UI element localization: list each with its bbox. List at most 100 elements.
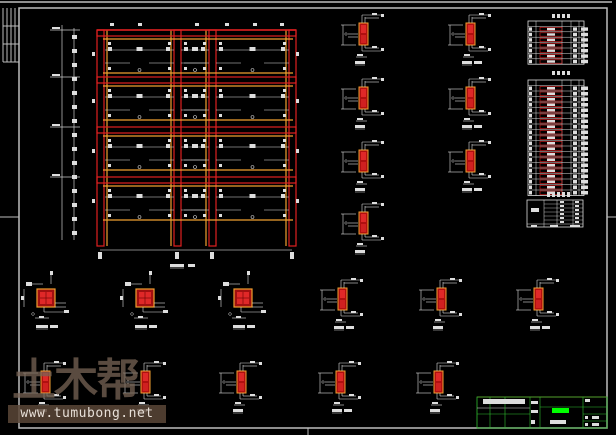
table-cell-text — [573, 136, 577, 140]
annotation-text — [64, 310, 69, 313]
annotation-text — [52, 27, 60, 29]
annotation-text — [168, 214, 171, 217]
annotation-text — [357, 118, 363, 120]
annotation-text — [192, 47, 198, 51]
annotation-text — [184, 67, 187, 70]
annotation-text — [556, 313, 559, 316]
annotation-text — [381, 112, 384, 115]
table-cell-text — [529, 97, 532, 101]
annotation-text — [372, 202, 377, 204]
annotation-text — [203, 189, 206, 192]
table-cell-text — [573, 152, 577, 156]
annotation-text — [560, 201, 564, 203]
annotation-text — [283, 214, 286, 217]
beam-section — [448, 13, 491, 66]
annotation-text — [250, 394, 255, 396]
annotation-text — [488, 14, 491, 17]
annotation-text — [532, 319, 538, 321]
table-cell-text — [573, 114, 577, 118]
annotation-text — [184, 47, 188, 51]
annotation-text — [168, 114, 171, 117]
annotation-text — [575, 217, 579, 219]
annotation-text — [547, 44, 555, 47]
annotation-text — [547, 186, 555, 189]
annotation-text — [163, 396, 166, 399]
rebar-shape — [539, 86, 563, 91]
annotation-text — [381, 203, 384, 206]
dimension-text — [72, 147, 77, 151]
rebar-shape — [539, 59, 563, 64]
annotation-text — [560, 205, 564, 207]
rebar-shape — [539, 157, 563, 162]
annotation-text — [219, 164, 222, 167]
annotation-text — [201, 47, 205, 51]
table-cell-text — [583, 97, 588, 101]
annotation-text — [592, 416, 599, 419]
section-core — [361, 35, 366, 43]
beam — [96, 176, 297, 184]
section-core — [338, 373, 343, 381]
annotation-text — [357, 243, 363, 245]
table-cell-text — [583, 59, 588, 64]
table-cell-text — [573, 130, 577, 134]
annotation-text — [547, 87, 555, 90]
annotation-text — [219, 114, 222, 117]
annotation-text — [381, 237, 384, 240]
rebar-shape — [539, 163, 563, 168]
table-cell-text — [531, 208, 539, 212]
annotation-text — [372, 46, 377, 48]
annotation-text — [138, 316, 143, 318]
rebar-shape — [539, 174, 563, 179]
section-core — [361, 224, 366, 232]
section-core — [340, 300, 345, 308]
annotation-text — [360, 279, 363, 282]
annotation-text — [184, 189, 187, 192]
beam — [96, 126, 297, 134]
table-cell-text — [583, 38, 588, 42]
annotation-text — [372, 140, 377, 142]
annotation-text — [585, 423, 588, 426]
table-title — [567, 71, 570, 75]
scale-text — [188, 264, 195, 267]
annotation-text — [184, 94, 188, 98]
section-label — [344, 409, 352, 412]
annotation-text — [488, 112, 491, 115]
table-cell-text — [529, 27, 532, 31]
section-label — [430, 409, 440, 412]
table-cell-text — [583, 92, 588, 96]
annotation-text — [560, 209, 564, 211]
annotation-text — [550, 225, 558, 227]
section-core — [439, 300, 444, 308]
annotation-text — [547, 60, 555, 63]
table-cell-text — [529, 185, 532, 189]
annotation-text — [39, 316, 44, 318]
annotation-text — [184, 42, 187, 45]
table-cell-text — [529, 141, 532, 145]
column-section — [120, 271, 168, 330]
annotation-text — [184, 164, 187, 167]
section-outline — [436, 287, 447, 311]
annotation-text — [283, 189, 286, 192]
annotation-text — [92, 199, 95, 203]
annotation-text — [108, 114, 111, 117]
callout-text — [138, 23, 142, 26]
drawing-name — [550, 420, 566, 424]
rebar-shape — [539, 27, 563, 32]
annotation-text — [372, 235, 377, 237]
annotation-text — [249, 94, 256, 98]
rebar-shape — [539, 185, 563, 190]
table-cell-text — [529, 130, 532, 134]
column-section — [21, 271, 69, 330]
rebar-shape — [539, 168, 563, 173]
annotation-text — [547, 153, 555, 156]
dimension-text — [72, 49, 77, 53]
annotation-text — [479, 173, 484, 175]
beam-section — [219, 361, 262, 414]
annotation-text — [570, 225, 580, 227]
table-cell-text — [573, 59, 577, 64]
table-cell-text — [573, 163, 577, 167]
table-cell-text — [529, 92, 532, 96]
annotation-text — [560, 221, 564, 223]
annotation-text — [203, 42, 206, 45]
annotation-text — [488, 48, 491, 51]
